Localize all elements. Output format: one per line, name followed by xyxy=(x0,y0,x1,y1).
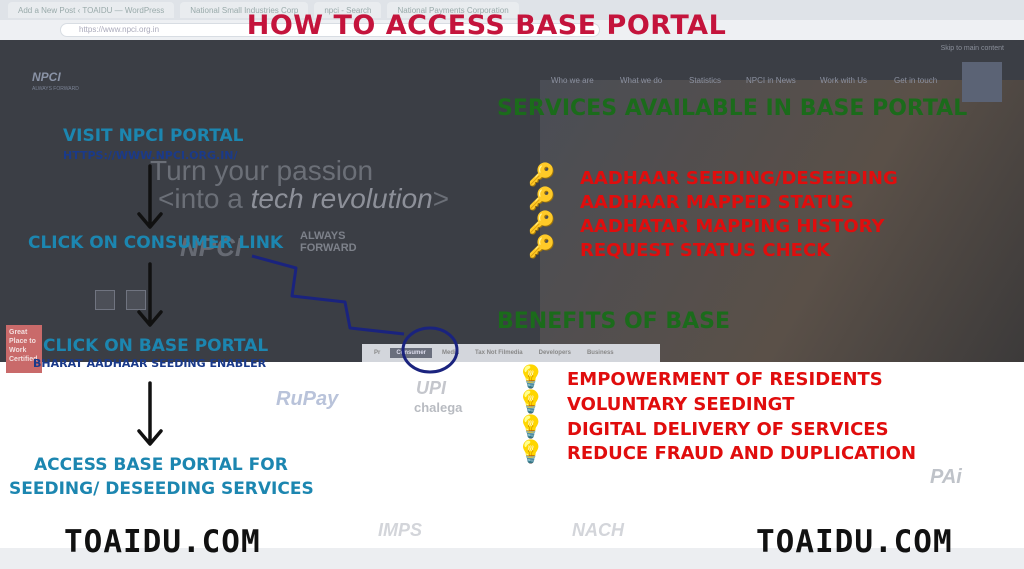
service-item: AADHAAR SEEDING/DESEEDING xyxy=(580,168,898,189)
hero-photo xyxy=(540,80,1024,362)
rupay-logo[interactable]: RuPay xyxy=(276,388,339,410)
pai-logo[interactable]: PAi xyxy=(930,466,962,488)
step-base-portal: CLICK ON BASE PORTAL xyxy=(43,336,269,356)
nav-work-with-us[interactable]: Work with Us xyxy=(820,76,867,85)
key-icon: 🔑 xyxy=(528,211,556,236)
address-bar[interactable]: https://www.npci.org.in xyxy=(60,23,600,37)
hero-line-1: Turn your passion xyxy=(150,155,374,186)
consumer-highlight-circle xyxy=(401,326,459,374)
browser-chrome: Add a New Post ‹ TOAIDU — WordPress Nati… xyxy=(0,0,1024,40)
brand-right: TOAIDU.COM xyxy=(756,524,953,560)
lightbulb-icon: 💡 xyxy=(517,365,545,390)
great-place-badge: Great Place to Work Certified xyxy=(6,325,42,373)
imps-logo[interactable]: IMPS xyxy=(378,520,423,540)
upi-chalega-logo: chalega xyxy=(414,400,463,415)
browser-tab[interactable]: National Payments Corporation xyxy=(387,2,519,18)
step-consumer-link: CLICK ON CONSUMER LINK xyxy=(28,233,284,253)
lightbulb-icon: 💡 xyxy=(517,390,545,415)
nav-statistics[interactable]: Statistics xyxy=(689,76,722,85)
lightbulb-icon: 💡 xyxy=(517,440,545,465)
tab-pr[interactable]: Pr xyxy=(374,350,381,356)
audience-tabs: Pr Consumer Media Tax Not Filmedia Devel… xyxy=(362,344,660,362)
step-base-subtitle: BHARAT AADHAAR SEEDING ENABLER xyxy=(33,357,267,370)
service-item: AADHAAR MAPPED STATUS xyxy=(580,192,854,213)
browser-tab[interactable]: National Small Industries Corp xyxy=(180,2,309,18)
benefit-item: VOLUNTARY SEEDINGT xyxy=(567,394,795,415)
step-visit-url[interactable]: HTTPS://WWW.NPCI.ORG.IN/ xyxy=(63,149,238,162)
key-icon: 🔑 xyxy=(528,235,556,260)
key-icon: 🔑 xyxy=(528,187,556,212)
hero-npci-logo: NPCI xyxy=(180,232,243,262)
service-item: AADHATAR MAPPING HISTORY xyxy=(580,216,885,237)
benefit-item: EMPOWERMENT OF RESIDENTS xyxy=(567,369,883,390)
lightbulb-icon: 💡 xyxy=(517,415,545,440)
nav-what-we-do[interactable]: What we do xyxy=(620,76,663,85)
services-title: SERVICES AVAILABLE IN BASE PORTAL xyxy=(497,96,968,121)
npci-logo-tagline: ALWAYS FORWARD xyxy=(32,86,79,92)
key-icon: 🔑 xyxy=(528,163,556,188)
step-visit-portal: VISIT NPCI PORTAL xyxy=(63,126,244,146)
carousel-prev-button[interactable] xyxy=(95,290,115,310)
down-arrow-2 xyxy=(137,262,163,327)
nav-who-we-are[interactable]: Who we are xyxy=(551,76,594,85)
tab-consumer[interactable]: Consumer xyxy=(390,348,433,358)
tab-business[interactable]: Business xyxy=(586,350,614,356)
benefit-item: REDUCE FRAUD AND DUPLICATION xyxy=(567,443,917,464)
tab-tax[interactable]: Tax Not Filmedia xyxy=(475,350,523,356)
nav-get-in-touch[interactable]: Get in touch xyxy=(894,76,938,85)
brand-left: TOAIDU.COM xyxy=(64,524,261,560)
site-search-button[interactable] xyxy=(962,62,1002,102)
nach-logo[interactable]: NACH xyxy=(572,520,624,540)
npci-logo[interactable]: NPCI xyxy=(32,70,61,84)
benefits-title: BENEFITS OF BASE xyxy=(497,309,731,334)
down-arrow-1 xyxy=(137,164,163,229)
down-arrow-3 xyxy=(137,381,163,446)
browser-tab[interactable]: npci - Search xyxy=(314,2,382,18)
service-item: REQUEST STATUS CHECK xyxy=(580,240,831,261)
upi-logo[interactable]: UPI xyxy=(416,378,447,398)
zigzag-pointer-line xyxy=(251,254,405,336)
nav-npci-in-news[interactable]: NPCI in News xyxy=(746,76,796,85)
step-access-line-1: ACCESS BASE PORTAL FOR xyxy=(34,455,288,475)
tab-media[interactable]: Media xyxy=(442,350,460,356)
tab-strip: Add a New Post ‹ TOAIDU — WordPress Nati… xyxy=(0,0,1024,20)
skip-link[interactable]: Skip to main content xyxy=(940,45,1004,52)
browser-tab[interactable]: Add a New Post ‹ TOAIDU — WordPress xyxy=(8,2,175,18)
step-access-line-2: SEEDING/ DESEEDING SERVICES xyxy=(9,479,314,499)
hero-line-2: <into a tech revolution> xyxy=(158,183,450,214)
carousel-next-button[interactable] xyxy=(126,290,146,310)
tab-developers[interactable]: Developers xyxy=(538,350,571,356)
page-headline: HOW TO ACCESS BASE PORTAL xyxy=(246,10,727,41)
benefit-item: DIGITAL DELIVERY OF SERVICES xyxy=(567,419,889,440)
taskbar xyxy=(0,548,1024,569)
